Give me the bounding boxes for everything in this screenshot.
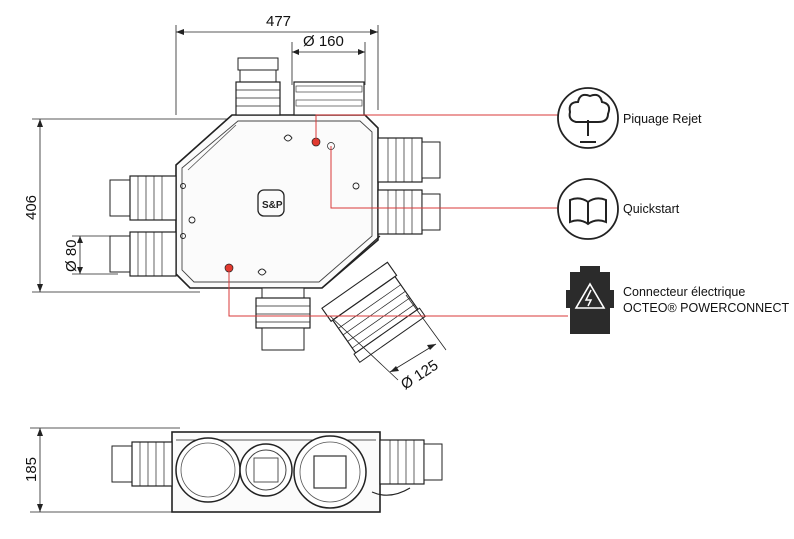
dimension-side-height-label: 185 [23, 457, 40, 482]
duct-top-large [293, 81, 365, 116]
callout-piquage-rejet: Piquage Rejet [557, 87, 702, 149]
leader-lines [228, 114, 568, 317]
electric-connector-icon [566, 266, 614, 334]
callout-connector: Connecteur électrique OCTEO® POWERCONNEC… [566, 266, 790, 334]
dimension-left-duct: Ø 80 [63, 235, 118, 275]
side-port-left [175, 437, 241, 503]
duct-right-upper [377, 137, 441, 183]
callout-connector-label-1: Connecteur électrique [623, 285, 745, 299]
dimension-side-height: 185 [23, 427, 180, 513]
callout-quickstart-label: Quickstart [623, 202, 680, 216]
side-view: 185 [23, 427, 443, 513]
dimension-top-duct: Ø 160 [291, 33, 366, 85]
unit-body [175, 114, 381, 289]
dimension-left-duct-label: Ø 80 [63, 239, 80, 272]
duct-right-lower [377, 189, 441, 235]
callout-piquage-rejet-label: Piquage Rejet [623, 112, 702, 126]
dimension-width-label: 477 [266, 13, 291, 30]
leader-line-piquage-rejet [315, 114, 560, 142]
dimension-height-label: 406 [23, 195, 40, 220]
leader-line-quickstart [330, 146, 560, 209]
duct-diagonal [321, 261, 426, 363]
duct-bottom [255, 287, 311, 351]
brand-logo-text: S&P [262, 200, 283, 211]
tree-icon [568, 93, 611, 143]
callout-quickstart: Quickstart [557, 178, 680, 240]
side-duct-right [371, 439, 443, 496]
book-icon [569, 197, 607, 226]
top-view: 477 Ø 160 406 Ø 80 [23, 13, 568, 393]
dimension-diagonal-duct-label: Ø 125 [398, 357, 442, 394]
duct-top-small [235, 57, 281, 116]
side-port-right [293, 435, 367, 509]
callout-connector-label-2: OCTEO® POWERCONNECT [623, 301, 790, 315]
dimension-height: 406 [23, 118, 245, 293]
leader-line-connector [228, 270, 568, 317]
side-port-middle [239, 443, 293, 497]
duct-left-lower [109, 231, 177, 277]
brand-logo: S&P [257, 189, 285, 217]
dimension-width: 477 [175, 13, 379, 115]
side-duct-left [111, 441, 173, 487]
dimension-top-duct-label: Ø 160 [303, 33, 344, 50]
duct-left-upper [109, 175, 177, 221]
